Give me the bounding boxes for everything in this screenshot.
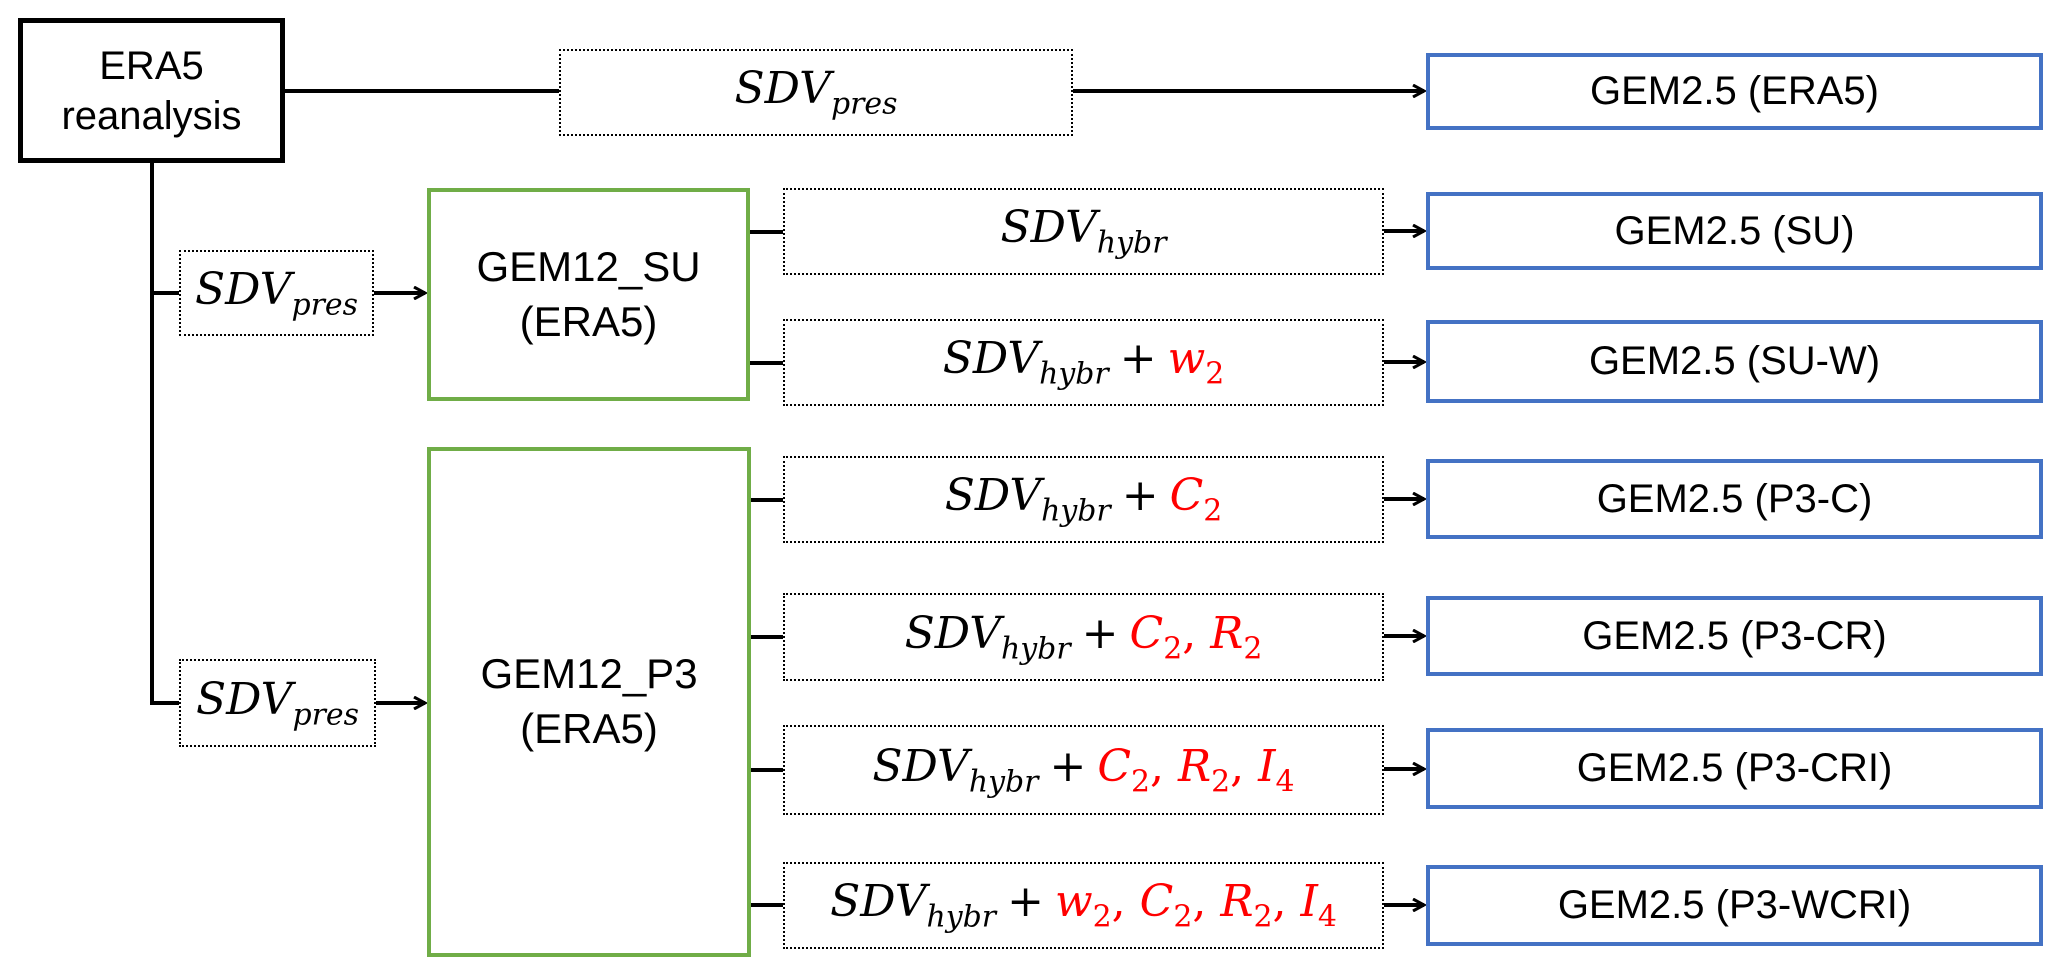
separator: , xyxy=(1150,740,1178,792)
target-label: GEM2.5 (P3-WCRI) xyxy=(1557,883,1912,927)
plus-operator: + xyxy=(1049,740,1087,792)
target-label: GEM2.5 (SU-W) xyxy=(1588,339,1881,383)
model-driver: (ERA5) xyxy=(519,297,658,345)
plus-operator: + xyxy=(1007,876,1044,928)
formula-subscript: hybr xyxy=(968,764,1039,800)
formula-base: SDV xyxy=(196,673,293,725)
formula-base: SDV xyxy=(195,263,292,315)
target-box: GEM2.5 (SU) xyxy=(1426,192,2043,270)
added-variable: C2 xyxy=(1097,740,1151,800)
separator: , xyxy=(1230,740,1259,792)
target-box-gem25-era5: GEM2.5 (ERA5) xyxy=(1426,53,2043,130)
separator: , xyxy=(1192,876,1221,928)
formula-base: SDV xyxy=(830,876,927,928)
added-variable: w2 xyxy=(1054,876,1112,935)
added-variable: I4 xyxy=(1258,740,1295,800)
added-variable: R2 xyxy=(1178,740,1231,800)
gem12-su-box: GEM12_SU (ERA5) xyxy=(427,188,750,401)
transfer-formula: SDVpres xyxy=(196,674,359,732)
formula-base: SDV xyxy=(942,333,1040,385)
transfer-formula: SDVhybr xyxy=(1000,202,1166,260)
added-variable: I4 xyxy=(1300,876,1337,935)
formula-subscript: pres xyxy=(292,697,359,733)
su-transfer-box: SDVpres xyxy=(179,250,374,336)
target-box: GEM2.5 (P3-CRI) xyxy=(1426,728,2043,809)
formula-base: SDV xyxy=(872,740,969,792)
added-variable: C2 xyxy=(1139,876,1193,935)
transfer-formula: SDVhybr +C2, R2, I4 xyxy=(872,741,1294,799)
target-label: GEM2.5 (P3-CRI) xyxy=(1576,746,1893,790)
physics-transfer-box: SDVhybr +C2 xyxy=(783,456,1384,543)
separator: , xyxy=(1182,607,1211,659)
formula-subscript: hybr xyxy=(1001,631,1071,667)
separator: , xyxy=(1111,876,1140,928)
physics-transfer-box: SDVhybr +w2 xyxy=(783,319,1384,406)
target-label: GEM2.5 (P3-C) xyxy=(1596,476,1873,521)
target-label: GEM2.5 (P3-CR) xyxy=(1582,613,1887,658)
target-box: GEM2.5 (SU-W) xyxy=(1426,320,2043,403)
transfer-formula: SDVpres xyxy=(735,63,898,121)
era5-label: ERA5 xyxy=(99,43,204,88)
transfer-formula: SDVhybr +w2, C2, R2, I4 xyxy=(830,876,1337,934)
added-variable: C2 xyxy=(1129,607,1183,667)
transfer-formula: SDVhybr +w2 xyxy=(943,333,1225,391)
formula-base: SDV xyxy=(1000,202,1097,254)
physics-transfer-box: SDVhybr +C2, R2, I4 xyxy=(783,725,1384,815)
target-label: GEM2.5 (ERA5) xyxy=(1590,69,1879,113)
gem12-p3-box: GEM12_P3 (ERA5) xyxy=(427,447,751,957)
formula-subscript: hybr xyxy=(1039,356,1109,392)
model-name: GEM12_P3 xyxy=(480,650,698,698)
formula-base: SDV xyxy=(734,63,831,115)
formula-subscript: hybr xyxy=(1096,225,1167,261)
formula-subscript: hybr xyxy=(926,899,997,935)
formula-subscript: pres xyxy=(830,86,898,122)
formula-subscript: pres xyxy=(291,287,358,323)
model-name: GEM12_SU xyxy=(476,242,701,290)
added-variable: R2 xyxy=(1210,607,1263,667)
transfer-formula: SDVhybr +C2, R2 xyxy=(905,608,1263,666)
p3-transfer-box: SDVpres xyxy=(179,659,376,747)
target-box: GEM2.5 (P3-CR) xyxy=(1426,596,2043,676)
added-variable: R2 xyxy=(1220,876,1273,935)
physics-transfer-box: SDVhybr +C2, R2 xyxy=(783,593,1384,681)
formula-base: SDV xyxy=(904,607,1002,659)
transfer-formula: SDVhybr +C2 xyxy=(945,470,1223,528)
target-box: GEM2.5 (P3-WCRI) xyxy=(1426,865,2043,946)
target-label: GEM2.5 (SU) xyxy=(1614,208,1855,253)
separator: , xyxy=(1272,876,1301,928)
era5-reanalysis-box: ERA5 reanalysis xyxy=(18,18,285,163)
target-box: GEM2.5 (P3-C) xyxy=(1426,459,2043,539)
physics-transfer-box: SDVhybr xyxy=(783,188,1384,275)
formula-base: SDV xyxy=(944,470,1042,522)
model-driver: (ERA5) xyxy=(520,705,658,752)
top-transfer-box: SDVpres xyxy=(559,49,1073,136)
plus-operator: + xyxy=(1121,470,1159,522)
plus-operator: + xyxy=(1119,333,1157,385)
physics-transfer-box: SDVhybr +w2, C2, R2, I4 xyxy=(783,862,1384,949)
formula-subscript: hybr xyxy=(1041,493,1111,529)
reanalysis-label: reanalysis xyxy=(61,93,242,138)
added-variable: w2 xyxy=(1167,333,1225,392)
transfer-formula: SDVpres xyxy=(195,264,358,322)
added-variable: C2 xyxy=(1169,470,1223,529)
plus-operator: + xyxy=(1081,607,1119,659)
